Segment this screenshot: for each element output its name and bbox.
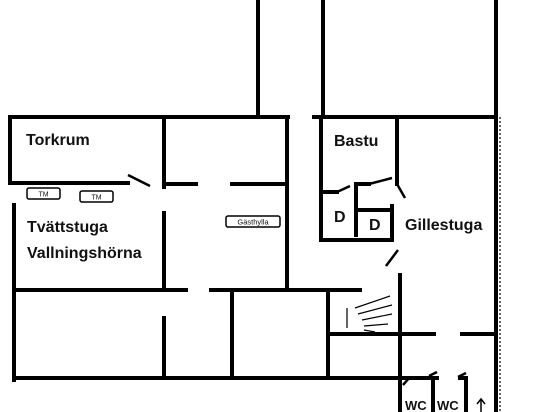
washing-machine-2 (79, 190, 114, 203)
doors (127, 173, 467, 386)
washing-machine-1 (26, 187, 61, 200)
guest-shelf (225, 215, 281, 228)
stair-step (363, 323, 389, 327)
room-label-bastu: Bastu (334, 133, 378, 150)
room-label-tvattstuga: Tvättstuga (27, 219, 108, 236)
walls (8, 0, 498, 412)
room-label-gillestuga: Gillestuga (405, 217, 482, 234)
room-label-torkrum: Torkrum (26, 132, 90, 149)
door-swing (368, 176, 393, 186)
door-swing (395, 183, 407, 199)
room-label-dusch-1: D (334, 209, 346, 226)
door-swing (336, 184, 351, 194)
stair-step (354, 295, 391, 309)
room-label-wc-1: WC (405, 398, 427, 412)
stair-step (357, 304, 393, 315)
staircase (346, 295, 393, 333)
tm-label-1: TM (38, 192, 48, 199)
room-label-wc-2: WC (437, 398, 459, 412)
door-swing (385, 249, 399, 267)
tm-label-2: TM (91, 195, 101, 202)
door-swing (127, 173, 151, 188)
stair-step (361, 313, 393, 321)
door-swing (402, 377, 410, 386)
guest-shelf-label: Gästhylla (237, 218, 269, 227)
door-swing (457, 371, 467, 379)
stair-step (363, 329, 376, 333)
door-swing (428, 370, 438, 378)
up-arrow-icon (476, 397, 486, 412)
room-label-vallningshorna: Vallningshörna (27, 245, 142, 262)
room-label-dusch-2: D (369, 217, 381, 234)
